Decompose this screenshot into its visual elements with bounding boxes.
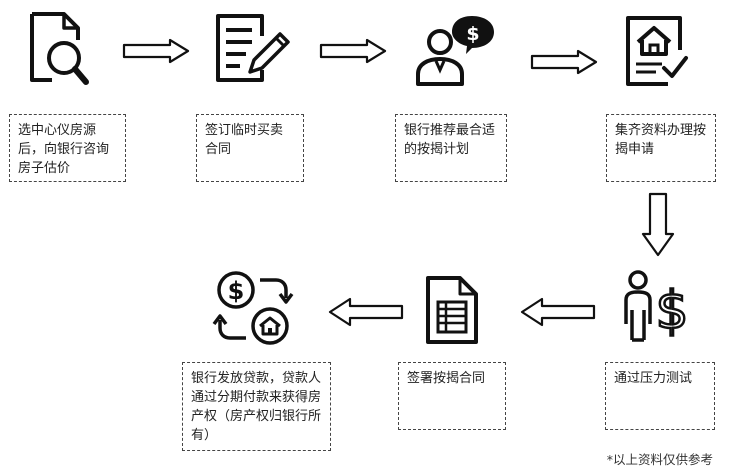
arrow-right-2 <box>319 38 387 64</box>
step-1-label: 选中心仪房源后，向银行咨询房子估价 <box>18 123 110 176</box>
arrow-right-1 <box>122 38 190 64</box>
document-search-icon <box>26 10 96 92</box>
step-3-box: 银行推荐最合适的按揭计划 <box>395 114 507 182</box>
footnote: *以上资料仅供参考 <box>606 452 713 467</box>
step-7-box: 银行发放贷款，贷款人通过分期付款来获得房产权（房产权归银行所有） <box>182 362 331 451</box>
document-list-icon <box>424 274 480 346</box>
contract-pen-icon <box>212 10 294 88</box>
svg-text:$: $ <box>466 23 479 45</box>
step-7-label: 银行发放贷款，贷款人通过分期付款来获得房产权（房产权归银行所有） <box>191 371 322 443</box>
advisor-dollar-icon: $ <box>414 14 500 88</box>
arrow-down <box>640 192 676 258</box>
dollar-house-exchange-icon: $ <box>212 268 298 350</box>
arrow-left-1 <box>520 297 596 327</box>
step-2-label: 签订临时买卖合同 <box>205 123 284 157</box>
step-1-box: 选中心仪房源后，向银行咨询房子估价 <box>9 114 126 182</box>
step-4-box: 集齐资料办理按揭申请 <box>606 114 716 182</box>
step-6-box: 签署按揭合同 <box>398 362 506 430</box>
step-2-box: 签订临时买卖合同 <box>196 114 304 182</box>
step-6-label: 签署按揭合同 <box>407 371 486 386</box>
step-5-label: 通过压力测试 <box>614 371 693 386</box>
step-3-label: 银行推荐最合适的按揭计划 <box>404 123 496 157</box>
step-4-label: 集齐资料办理按揭申请 <box>615 123 707 157</box>
svg-text:$: $ <box>655 281 688 341</box>
person-dollar-icon: $ <box>620 268 692 344</box>
arrow-left-2 <box>328 297 404 327</box>
arrow-right-3 <box>530 49 598 75</box>
svg-text:$: $ <box>228 277 245 305</box>
house-application-icon <box>622 14 690 88</box>
step-5-box: 通过压力测试 <box>605 362 715 430</box>
